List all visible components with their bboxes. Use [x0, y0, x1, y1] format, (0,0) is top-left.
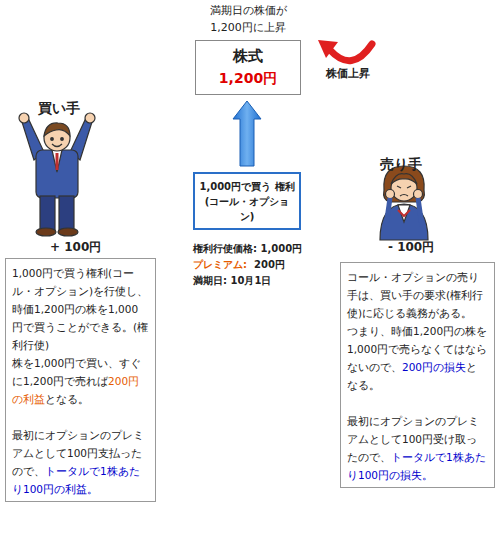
buyer-note: 1,000円で買う権利(コール・オプション)を行使し、時価1,200円の株を1,… — [5, 258, 156, 502]
flow-arrow — [233, 101, 261, 166]
note-text: 満期日の株価が 1,200円に上昇 — [196, 3, 300, 36]
option-detail: 200円 — [254, 257, 314, 272]
seller-figure — [380, 166, 428, 240]
node-text: となる。 — [45, 393, 89, 405]
option-detail: 権利行使価格: 1,000円 — [193, 241, 333, 256]
option-box: 1,000円で買う 権利 (コール・オプション) — [193, 172, 301, 230]
node-text: 1,200円 — [219, 70, 277, 86]
option-detail: プレミアム: — [193, 257, 247, 272]
node-text: 1,000円で買う 権利 (コール・オプション) — [199, 181, 294, 222]
rise-arrow — [318, 40, 372, 61]
node-text: 株式 — [233, 47, 263, 65]
role-label: 買い手 — [38, 98, 108, 119]
stock-box: 株式 1,200円 — [195, 40, 301, 95]
loss-value: - 100円 — [388, 238, 468, 256]
arrow-label: 株価上昇 — [326, 66, 396, 83]
node-text: コール・オプションの売り手は、買い手の要求(権利行使)に応じる義務がある。 — [347, 271, 483, 319]
profit-value: + 100円 — [50, 238, 130, 256]
option-detail: 満期日: 10月1日 — [193, 273, 333, 288]
buyer-figure — [19, 113, 95, 236]
role-label: 売り手 — [380, 154, 450, 175]
node-text: 200円の損失 — [402, 361, 466, 373]
node-text: 1,000円で買う権利(コール・オプション)を行使し、時価1,200円の株を1,… — [12, 267, 148, 351]
seller-note: コール・オプションの売り手は、買い手の要求(権利行使)に応じる義務がある。つまり… — [340, 262, 495, 488]
